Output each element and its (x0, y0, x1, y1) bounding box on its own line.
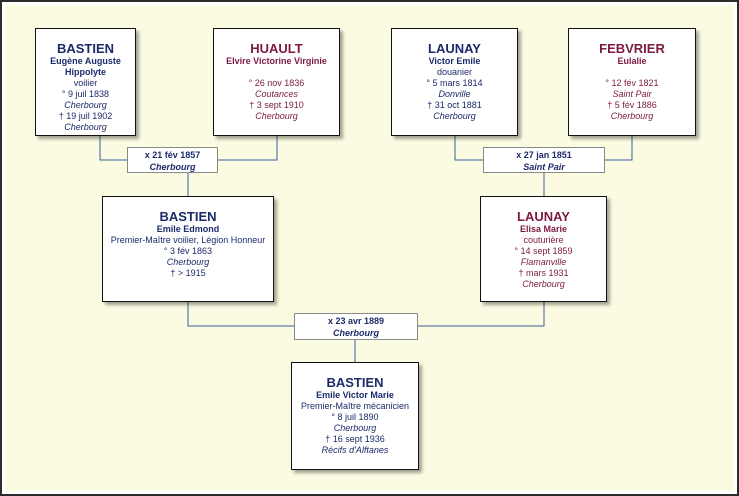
surname: FEBVRIER (599, 41, 665, 56)
given-names: Elvire Victorine Virginie (226, 56, 327, 66)
marriage-date: x 23 avr 1889 (327, 316, 385, 326)
death-place: Cherbourg (64, 122, 107, 132)
connector-m1 (99, 135, 278, 196)
surname: HUAULT (250, 41, 303, 56)
surname: BASTIEN (159, 209, 217, 224)
marriage-place: Saint Pair (523, 162, 565, 172)
birth-place: Cherbourg (166, 257, 210, 267)
given-names: Eugène Auguste Hippolyte (50, 56, 121, 77)
death-date: † 3 sept 1910 (249, 100, 304, 110)
birth-date: ° 3 fév 1863 (163, 246, 213, 256)
death-place: Cherbourg (433, 111, 476, 121)
marriage-place: Cherbourg (149, 162, 196, 172)
birth-place: Saint Pair (612, 89, 652, 99)
birth-place: Coutances (254, 89, 299, 99)
marriage-box-launay-febvrier[interactable]: x 27 jan 1851 Saint Pair (483, 147, 605, 173)
person-card-launay-elisa[interactable]: LAUNAY Elisa Marie couturière ° 14 sept … (480, 196, 607, 302)
occupation: Premier-Maître mécanicien (300, 401, 410, 411)
birth-date: ° 12 fév 1821 (605, 78, 659, 88)
marriage-date: x 21 fév 1857 (144, 150, 201, 160)
given-names: Eulalie (617, 56, 647, 66)
marriage-date: x 27 jan 1851 (516, 150, 572, 160)
death-date: † mars 1931 (518, 268, 569, 278)
given-names: Emile Edmond (156, 224, 220, 234)
death-place: Cherbourg (255, 111, 298, 121)
birth-date: ° 8 juil 1890 (331, 412, 379, 422)
death-date: † > 1915 (170, 268, 206, 278)
surname: BASTIEN (56, 41, 115, 56)
occupation: douanier (436, 67, 473, 77)
death-date: † 5 fév 1886 (607, 100, 657, 110)
surname: LAUNAY (517, 209, 570, 224)
birth-date: ° 14 sept 1859 (514, 246, 573, 256)
occupation: couturière (523, 235, 564, 245)
person-card-febvrier-eulalie[interactable]: FEBVRIER Eulalie ° 12 fév 1821 Saint Pai… (568, 28, 696, 136)
death-place: Cherbourg (610, 111, 654, 121)
birth-date: ° 5 mars 1814 (426, 78, 483, 88)
person-card-bastien-eugene[interactable]: BASTIEN Eugène Auguste Hippolyte voilier… (35, 28, 136, 136)
occupation: voilier (73, 78, 98, 88)
person-card-bastien-emile-victor[interactable]: BASTIEN Emile Victor Marie Premier-Maîtr… (291, 362, 419, 470)
death-date: † 19 juil 1902 (58, 111, 113, 121)
birth-place: Donville (438, 89, 471, 99)
given-names: Elisa Marie (519, 224, 568, 234)
surname: BASTIEN (326, 375, 384, 390)
marriage-box-bastien-launay[interactable]: x 23 avr 1889 Cherbourg (294, 313, 418, 340)
person-card-launay-victor[interactable]: LAUNAY Victor Emile douanier ° 5 mars 18… (391, 28, 518, 136)
marriage-box-bastien-huault[interactable]: x 21 fév 1857 Cherbourg (127, 147, 218, 173)
marriage-place: Cherbourg (333, 328, 379, 338)
birth-place: Cherbourg (64, 100, 107, 110)
death-date: † 31 oct 1881 (427, 100, 482, 110)
birth-date: ° 26 nov 1836 (248, 78, 305, 88)
death-place: Récifs d'Alftanes (321, 445, 389, 455)
birth-place: Cherbourg (333, 423, 377, 433)
given-names: Victor Emile (428, 56, 481, 66)
connector-m3 (187, 301, 545, 362)
birth-place: Flamanville (520, 257, 567, 267)
birth-date: ° 9 juil 1838 (61, 89, 110, 99)
spacer (569, 67, 695, 78)
person-card-huault-elvire[interactable]: HUAULT Elvire Victorine Virginie ° 26 no… (213, 28, 340, 136)
connector-m2 (454, 135, 633, 196)
occupation: Premier-Maître voilier, Légion Honneur (110, 235, 266, 245)
death-place: Cherbourg (522, 279, 565, 289)
spacer (214, 67, 339, 78)
given-names: Emile Victor Marie (316, 390, 394, 400)
person-card-bastien-emile-edmond[interactable]: BASTIEN Emile Edmond Premier-Maître voil… (102, 196, 274, 302)
death-date: † 16 sept 1936 (325, 434, 385, 444)
surname: LAUNAY (428, 41, 481, 56)
